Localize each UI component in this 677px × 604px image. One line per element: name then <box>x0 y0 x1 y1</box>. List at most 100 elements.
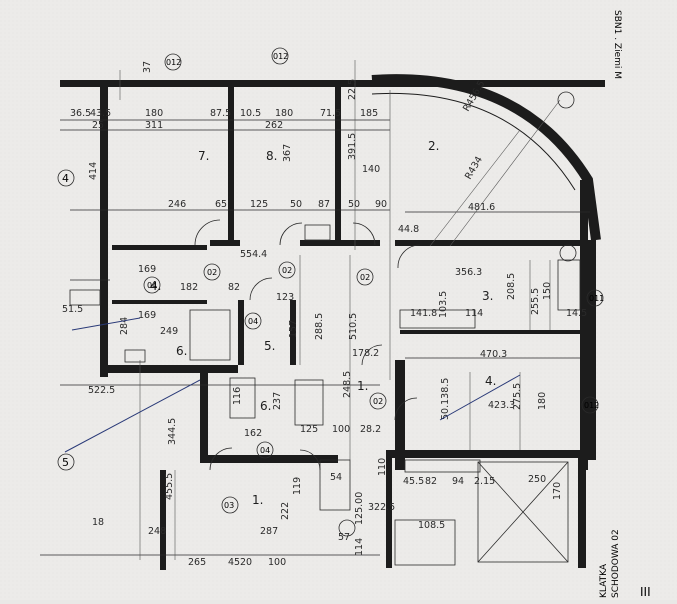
room-numbers: 7. 8. 2. 3. 4. 1. 6. 6. 5. 4. 1. <box>150 139 496 507</box>
dimension-label: 116 <box>232 387 243 405</box>
dimension-label: 10.5 <box>240 108 261 119</box>
room-2: 2. <box>428 139 439 153</box>
edge-mark: III <box>640 585 651 599</box>
dimension-label: 182 <box>180 282 198 293</box>
dimension-label: 481.6 <box>468 202 495 213</box>
dimension-label: 54 <box>330 472 342 483</box>
room-tag-circles <box>57 47 604 537</box>
dimension-label: 44.8 <box>398 224 419 235</box>
dimension-label: 90 <box>375 199 387 210</box>
dimension-label: 114 <box>465 308 483 319</box>
tag-label: 012 <box>584 401 599 410</box>
dimension-label: 50 <box>290 199 302 210</box>
curved-wall-inner-line <box>371 92 576 191</box>
handwritten-leader <box>439 374 521 421</box>
dimension-lines <box>40 60 590 560</box>
dimension-label: 311 <box>145 120 163 131</box>
dimension-label: 140 <box>362 164 380 175</box>
room-8: 8. <box>266 149 277 163</box>
dimension-label: 150 <box>542 282 553 300</box>
dimension-label: 141.8 <box>410 308 437 319</box>
dimension-label: 470.3 <box>480 349 507 360</box>
dimension-label: 455.5 <box>164 473 175 500</box>
dimension-label: 18 <box>92 517 104 528</box>
room-1b: 1. <box>252 493 263 507</box>
room-6a: 6. <box>176 344 187 358</box>
door-swings <box>194 219 421 471</box>
room-3: 3. <box>482 289 493 303</box>
tag-label: 011 <box>589 294 604 303</box>
dimension-label: 119 <box>292 477 303 495</box>
dimension-label: 178.2 <box>352 348 379 359</box>
dimension-label: 36.5 <box>70 108 91 119</box>
dimension-label: 249 <box>160 326 178 337</box>
dimension-label: 51.5 <box>62 304 83 315</box>
dimension-label: 180 <box>145 108 163 119</box>
dimension-label: 114 <box>354 538 365 556</box>
dimension-label: 185 <box>360 108 378 119</box>
handwritten-leader <box>64 379 201 453</box>
dimension-label: 162 <box>244 428 262 439</box>
dimension-label: 100 <box>268 557 286 568</box>
dimension-label: 248 <box>148 526 166 537</box>
dimension-label: 288.5 <box>314 313 325 340</box>
dimension-label: 110 <box>377 458 388 476</box>
dimension-label: 50.138.5 <box>440 378 451 420</box>
tag-label: 02 <box>282 266 292 275</box>
dimension-label: 208.5 <box>506 273 517 300</box>
tag-label: 02 <box>373 397 383 406</box>
dimension-label: 14.5 <box>566 308 587 319</box>
dimension-label: 87 <box>318 199 330 210</box>
stair-label-2: SCHODOWA 02 <box>611 529 621 598</box>
dimension-label: 180 <box>275 108 293 119</box>
dimension-label: 50 <box>348 199 360 210</box>
dimension-label: 284 <box>119 317 130 335</box>
tag-label: 012 <box>273 52 288 61</box>
tag-label: 04 <box>260 446 270 455</box>
dimension-label: 100 <box>332 424 350 435</box>
dimension-label: 367 <box>282 144 293 162</box>
room-4: 4. <box>485 374 496 388</box>
dimension-label: 275.5 <box>512 383 523 410</box>
dimension-label: 169 <box>138 264 156 275</box>
dimension-label: 28.2 <box>360 424 381 435</box>
dimension-label: 344.5 <box>167 418 178 445</box>
handwritten-leader <box>71 317 141 331</box>
dimension-label: 248.5 <box>342 371 353 398</box>
axis-mark-4: 4 <box>62 172 69 185</box>
tag-label: 012 <box>166 58 181 67</box>
room-7: 7. <box>198 149 209 163</box>
room-6b: 6. <box>260 399 271 413</box>
dimension-label: 287 <box>260 526 278 537</box>
dimension-label: 94 <box>452 476 464 487</box>
room-4b: 4. <box>150 279 161 293</box>
tag-label: 04 <box>147 281 157 290</box>
tag-label: 03 <box>224 501 234 510</box>
dimension-label: 510.5 <box>348 313 359 340</box>
room-1: 1. <box>357 379 368 393</box>
stair-label-1: KLATKA <box>599 563 609 598</box>
exterior-walls <box>60 80 605 570</box>
dimension-label: 37 <box>142 61 153 73</box>
dimension-label: 262 <box>265 120 283 131</box>
dimension-label: 356.3 <box>455 267 482 278</box>
dimension-label: 423.3 <box>488 400 515 411</box>
dimension-label: 222 <box>280 502 291 520</box>
dimension-label: 45.5 <box>403 476 424 487</box>
dimension-label: 322.5 <box>368 502 395 513</box>
fixtures <box>69 224 581 566</box>
corner-text: SBN1 . Ziemi M <box>612 10 622 79</box>
dimension-label: 169 <box>138 310 156 321</box>
dimension-label: 391.5 <box>347 133 358 160</box>
dimension-label: 522.5 <box>88 385 115 396</box>
dimension-label: 255.5 <box>530 288 541 315</box>
dimension-label: 87.5 <box>210 108 231 119</box>
dimension-label: 554.4 <box>240 249 267 260</box>
dimension-label: 82 <box>228 282 240 293</box>
dimension-label: 71.5 <box>320 108 341 119</box>
dimension-label: 65 <box>215 199 227 210</box>
dimension-label: 125 <box>250 199 268 210</box>
dimension-label: 180 <box>537 392 548 410</box>
dimension-label: 125.00 <box>354 492 365 525</box>
